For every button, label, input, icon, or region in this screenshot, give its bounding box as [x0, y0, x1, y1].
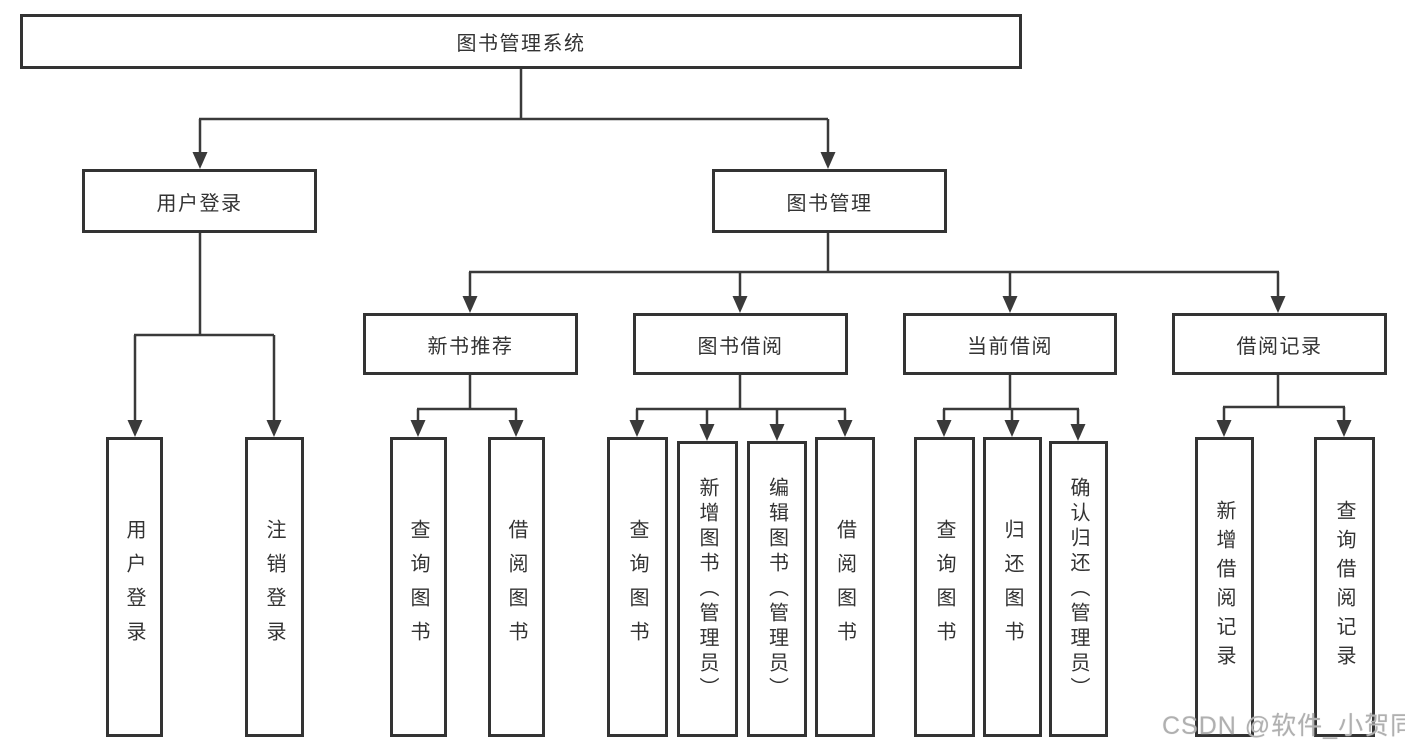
leaf-bb-edit-book: 编辑图书（管理员）	[747, 441, 807, 737]
leaf-cb-confirm-return-label: 确认归还（管理员）	[1067, 476, 1089, 702]
leaf-br-query-record: 查询借阅记录	[1314, 437, 1375, 737]
leaf-br-add-record: 新增借阅记录	[1195, 437, 1254, 737]
leaf-logout-label: 注销登录	[263, 519, 285, 655]
leaf-cb-return-book: 归还图书	[983, 437, 1042, 737]
connector-new-book-rec-to-children	[410, 375, 524, 437]
node-book-borrow-label: 图书借阅	[697, 335, 784, 358]
node-user-login-label: 用户登录	[156, 192, 243, 215]
node-book-borrow: 图书借阅	[633, 313, 848, 375]
leaf-nb-borrow-book-label: 借阅图书	[505, 519, 527, 655]
node-book-mgmt-label: 图书管理	[786, 192, 873, 215]
leaf-bb-query-book-label: 查询图书	[626, 519, 648, 655]
node-library-system: 图书管理系统	[20, 14, 1022, 69]
leaf-bb-borrow-book: 借阅图书	[815, 437, 875, 737]
node-library-system-label: 图书管理系统	[456, 33, 586, 55]
leaf-bb-borrow-book-label: 借阅图书	[833, 519, 856, 655]
leaf-cb-query-book-label: 查询图书	[933, 519, 955, 655]
leaf-cb-confirm-return: 确认归还（管理员）	[1049, 441, 1108, 737]
node-user-login: 用户登录	[82, 169, 317, 233]
connector-borrow-record-to-children	[1216, 375, 1352, 437]
leaf-cb-query-book: 查询图书	[914, 437, 975, 737]
node-borrow-record: 借阅记录	[1172, 313, 1387, 375]
node-new-book-rec: 新书推荐	[363, 313, 578, 375]
node-book-mgmt: 图书管理	[712, 169, 947, 233]
connector-book-borrow-to-children	[629, 375, 853, 441]
connector-user-login-to-children	[127, 233, 282, 437]
node-current-borrow-label: 当前借阅	[967, 335, 1053, 358]
leaf-nb-query-book: 查询图书	[390, 437, 447, 737]
leaf-bb-edit-book-label: 编辑图书（管理员）	[765, 476, 788, 702]
connector-current-borrow-to-children	[936, 375, 1086, 441]
leaf-cb-return-book-label: 归还图书	[1001, 519, 1023, 655]
connector-book-mgmt-to-level2	[462, 233, 1286, 313]
leaf-nb-borrow-book: 借阅图书	[488, 437, 545, 737]
csdn-watermark: CSDN @软件_小贺同学	[1162, 712, 1405, 740]
leaf-user-login: 用户登录	[106, 437, 163, 737]
node-borrow-record-label: 借阅记录	[1236, 335, 1323, 358]
leaf-nb-query-book-label: 查询图书	[407, 519, 429, 655]
node-current-borrow: 当前借阅	[903, 313, 1117, 375]
leaf-user-login-label: 用户登录	[123, 519, 145, 655]
leaf-bb-add-book: 新增图书（管理员）	[677, 441, 738, 737]
leaf-br-query-record-label: 查询借阅记录	[1333, 500, 1355, 674]
connector-root-to-level1	[192, 69, 836, 169]
leaf-bb-add-book-label: 新增图书（管理员）	[696, 476, 718, 702]
node-new-book-rec-label: 新书推荐	[427, 335, 514, 358]
leaf-bb-query-book: 查询图书	[607, 437, 668, 737]
leaf-logout: 注销登录	[245, 437, 304, 737]
leaf-br-add-record-label: 新增借阅记录	[1213, 500, 1235, 674]
